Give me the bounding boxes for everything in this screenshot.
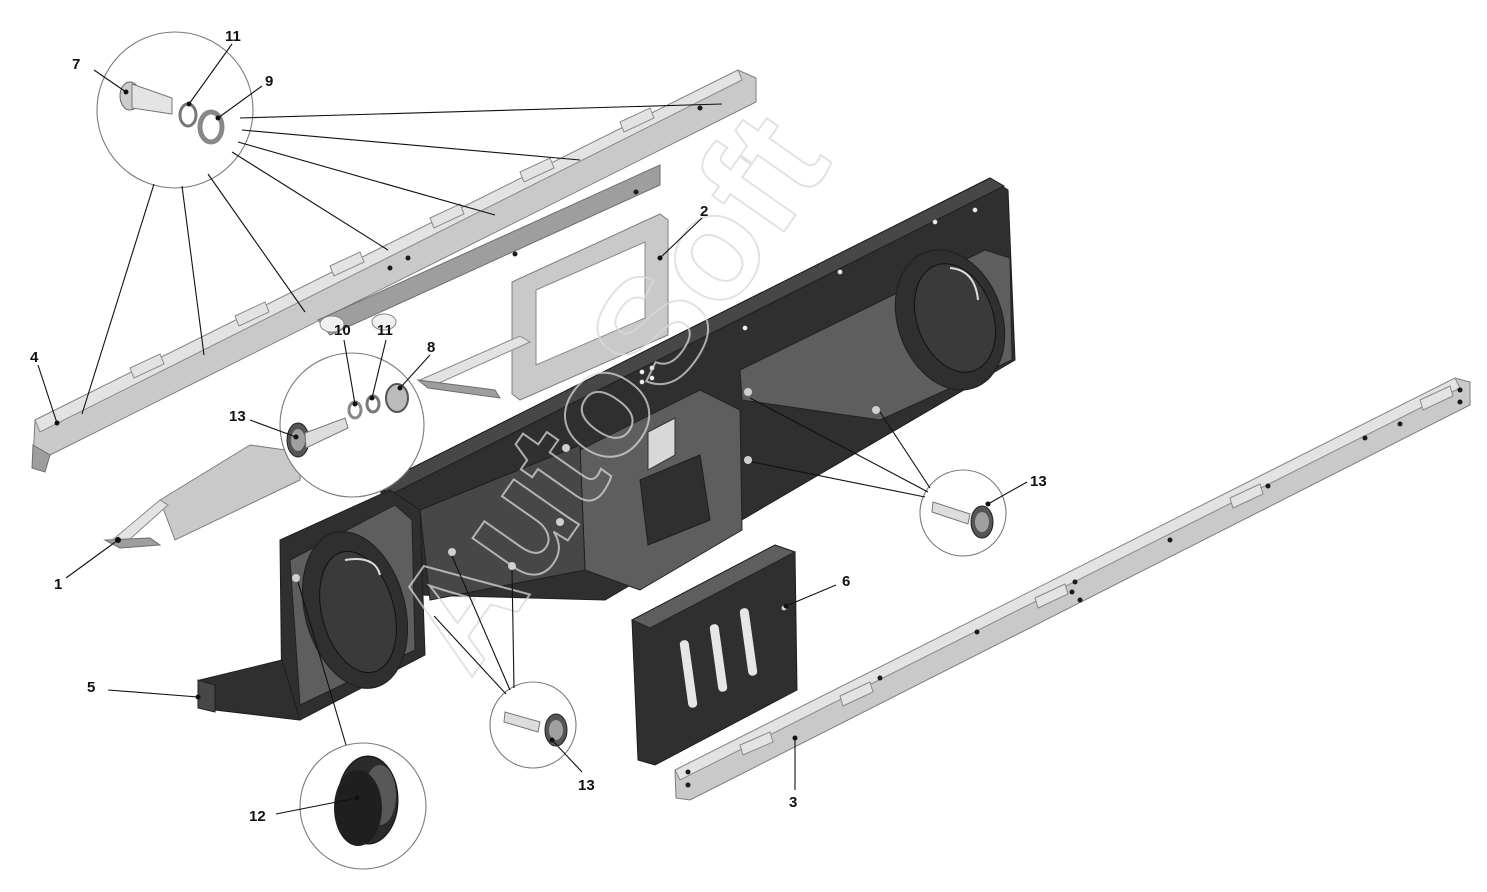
lower-left-bracket <box>103 444 301 549</box>
callout-3: 3 <box>789 794 797 811</box>
callout-11-top: 11 <box>225 28 241 45</box>
screw-13 <box>286 417 349 458</box>
callout-13-right: 13 <box>1030 473 1047 490</box>
callout-6: 6 <box>842 573 850 590</box>
callout-9: 9 <box>265 73 273 90</box>
callout-4: 4 <box>30 349 39 366</box>
callout-1: 1 <box>54 576 62 593</box>
callout-leaders <box>37 43 1028 815</box>
vented-cover-plate <box>630 544 798 766</box>
top-mounting-rail <box>31 69 757 473</box>
callout-10: 10 <box>334 322 351 339</box>
callout-13-bottom: 13 <box>578 777 595 794</box>
main-dark-panel <box>197 177 1016 721</box>
long-lower-rail <box>674 377 1471 801</box>
detail-circle-rubber-ring <box>299 742 427 870</box>
detail-circle-bolt-washers <box>96 31 254 189</box>
callout-5: 5 <box>87 679 95 696</box>
rubber-ring-12 <box>334 755 399 846</box>
bolt-7 <box>119 81 173 115</box>
callout-2: 2 <box>700 203 708 220</box>
detail-circle-screw-right <box>919 469 1007 557</box>
rectangular-frame-bracket <box>416 213 669 401</box>
callout-12: 12 <box>249 808 266 825</box>
callout-8: 8 <box>427 339 435 356</box>
callout-13-left: 13 <box>229 408 246 425</box>
nut-8 <box>385 383 409 413</box>
callout-11-mid: 11 <box>377 322 393 339</box>
callout-7: 7 <box>72 56 80 73</box>
washer-9 <box>197 109 225 145</box>
detail-circle-screw-nut <box>279 352 425 498</box>
leader-lines <box>81 103 931 746</box>
callout-labels: 7 11 9 2 4 10 11 8 13 1 5 6 13 13 3 12 <box>30 28 1047 825</box>
detail-circle-screw-bottom <box>489 681 577 769</box>
